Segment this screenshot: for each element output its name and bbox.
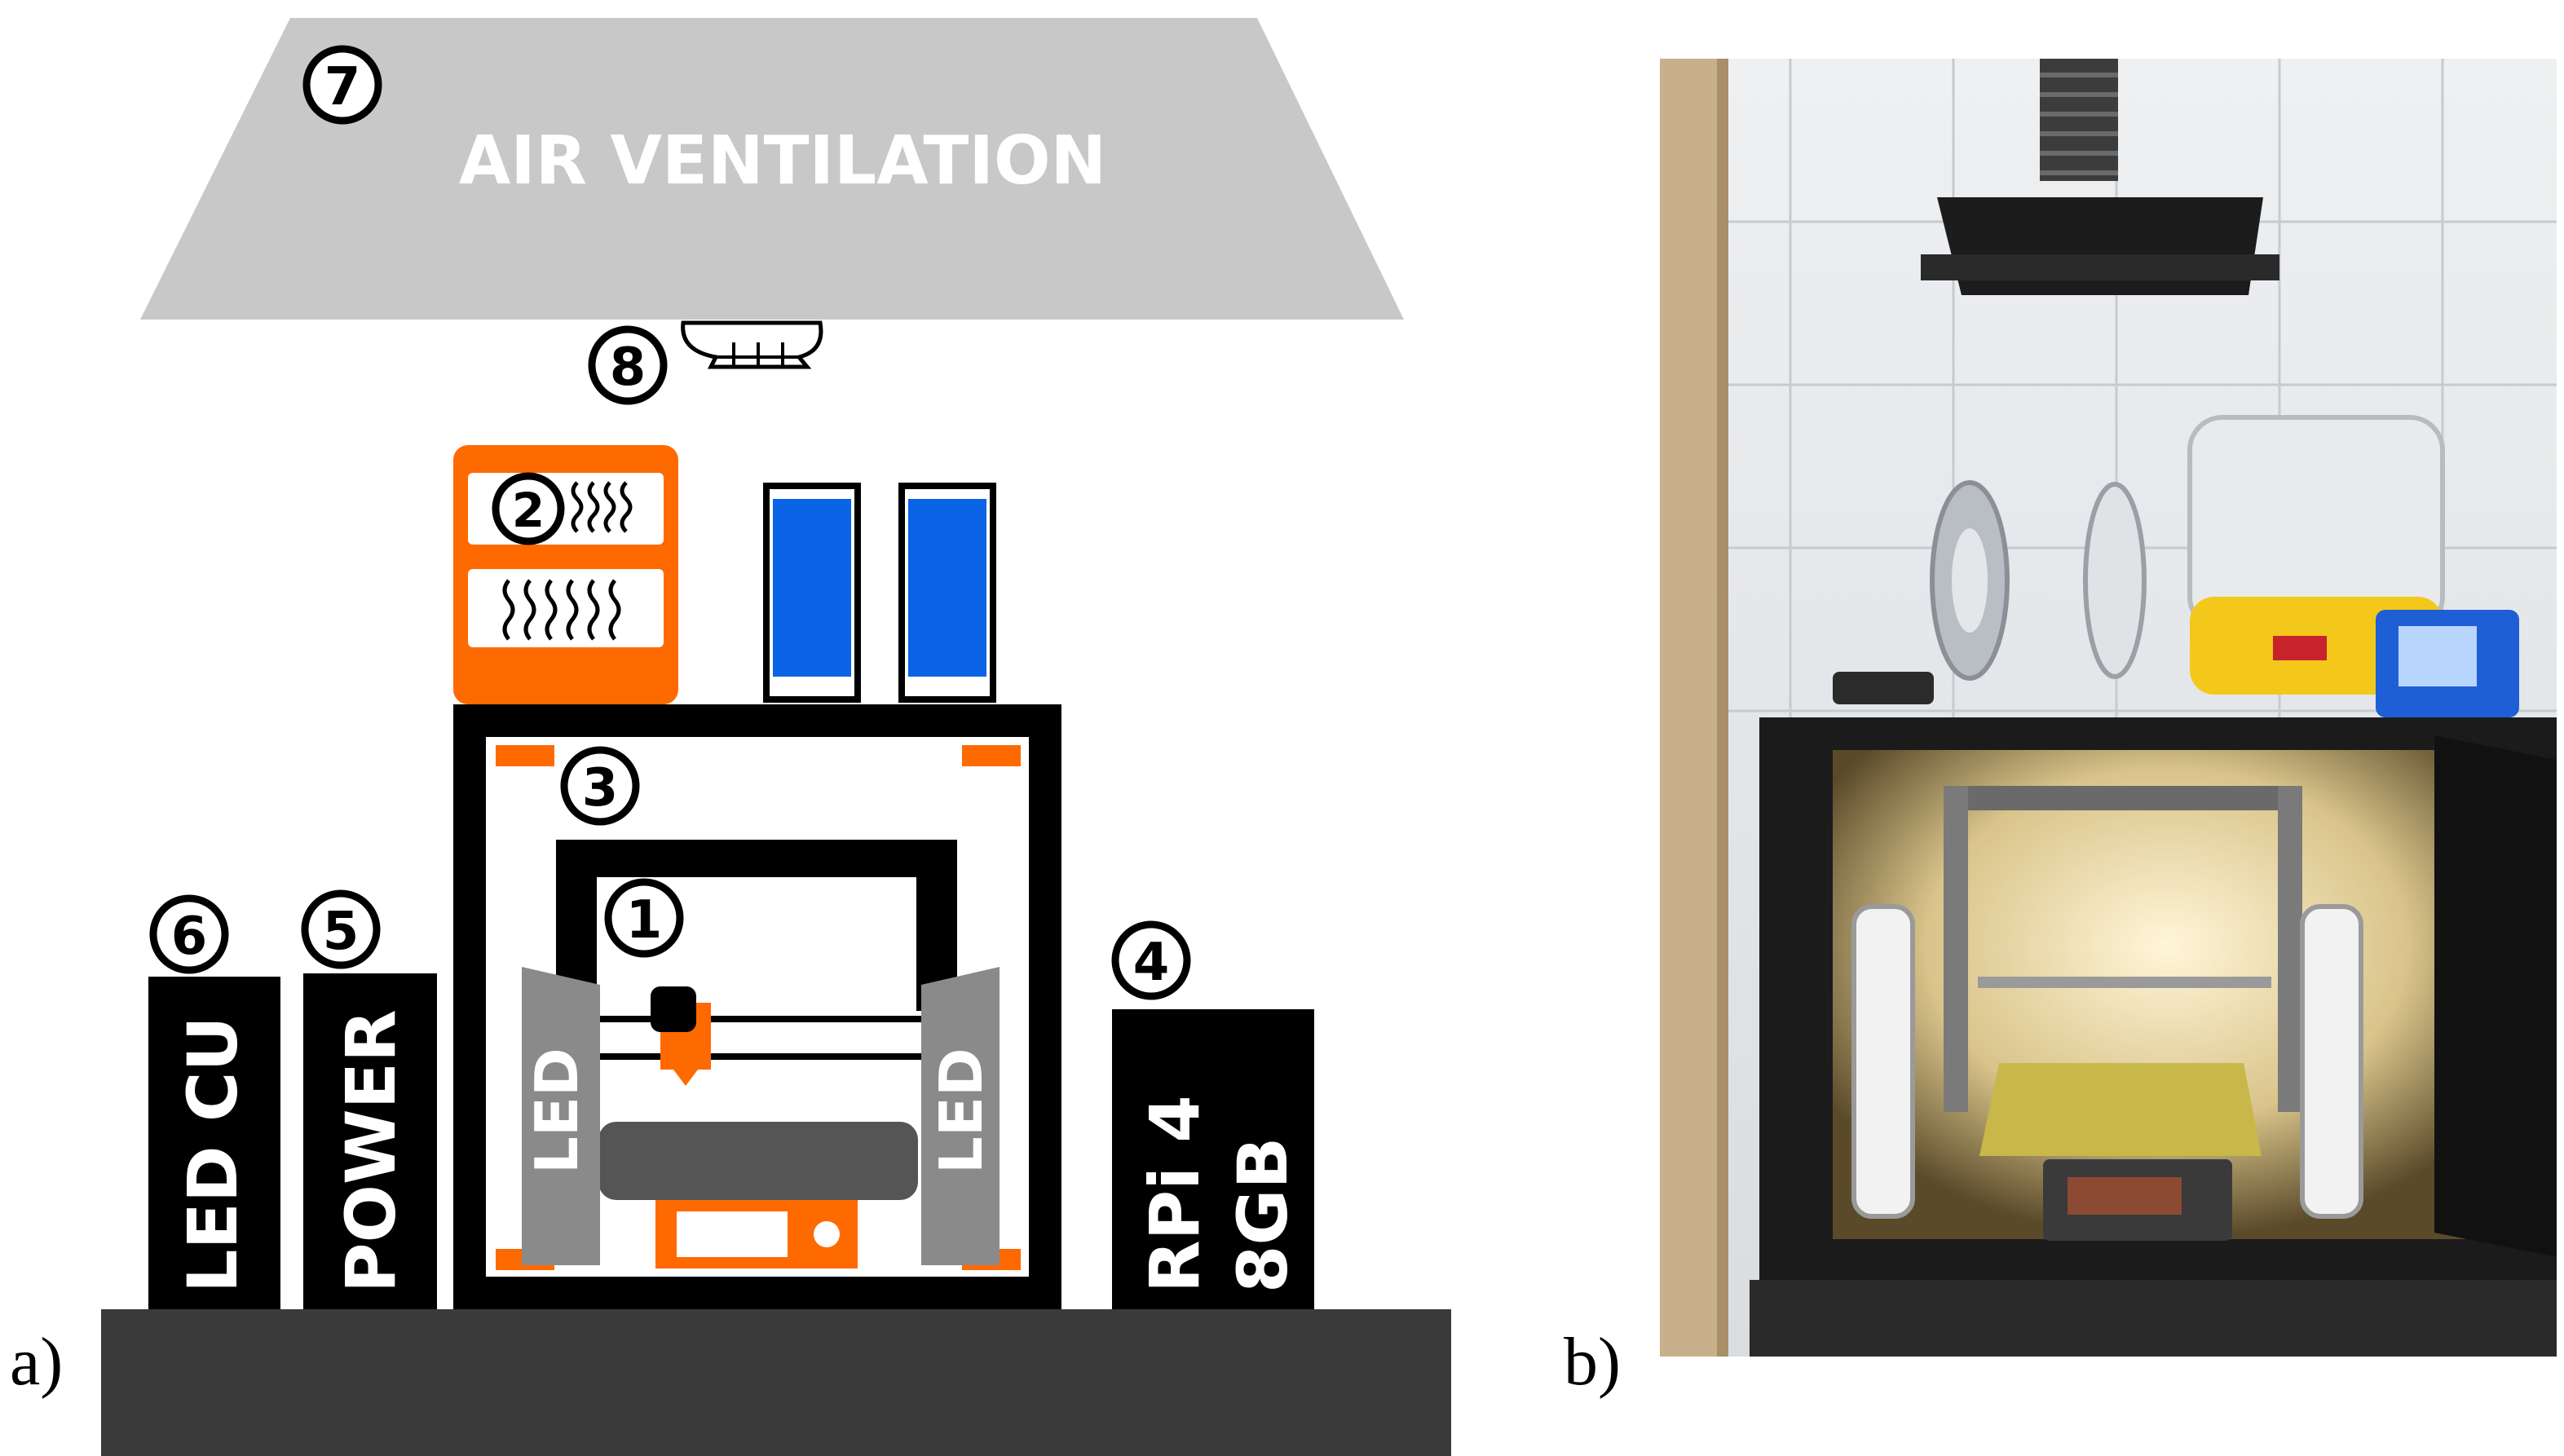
svg-text:8: 8 [610, 338, 647, 398]
marker-1: 1 [604, 878, 684, 958]
base-table [101, 1309, 1451, 1456]
marker-7: 7 [302, 45, 382, 125]
marker-4: 4 [1111, 920, 1191, 1000]
led-left-label: LED [523, 1048, 591, 1174]
svg-text:1: 1 [626, 890, 663, 951]
duct-hose [2040, 59, 2118, 181]
hood-label: AIR VENTILATION [459, 122, 1106, 200]
filament-spool [1930, 480, 2010, 681]
svg-text:7: 7 [324, 57, 361, 117]
led-panel-left [522, 967, 600, 1265]
rpi-label-line2: 8GB [1223, 1137, 1303, 1293]
marker-3: 3 [560, 746, 640, 826]
filament-spool [763, 483, 861, 703]
filament-dryer [453, 445, 678, 704]
raspberry-pi [1112, 1009, 1314, 1309]
svg-text:6: 6 [171, 907, 208, 967]
filament-spool [898, 483, 996, 703]
power-label: POWER [331, 1009, 411, 1293]
3d-printer [556, 840, 957, 1268]
marker-6: 6 [149, 894, 229, 974]
air-ventilation-hood [140, 18, 1404, 320]
marker-5: 5 [301, 889, 381, 969]
enclosure-diagram: AIR VENTILATION [101, 18, 1451, 1456]
marker-8: 8 [588, 325, 668, 405]
fan-unit-icon [681, 320, 823, 369]
led-control-unit [148, 977, 280, 1309]
svg-text:4: 4 [1133, 933, 1170, 993]
led-cu-label: LED CU [173, 1016, 253, 1293]
marker-2: 2 [492, 472, 565, 545]
panel-label-a: a) [10, 1324, 64, 1400]
panel-label-b: b) [1564, 1324, 1621, 1400]
enclosure-photo [1660, 59, 2557, 1357]
rpi-label-line1: RPi 4 [1135, 1095, 1215, 1293]
power-supply [303, 973, 437, 1309]
led-right-label: LED [927, 1048, 995, 1174]
svg-text:3: 3 [582, 758, 619, 818]
led-panel-right [921, 967, 1000, 1265]
filament-spool [2083, 482, 2147, 679]
svg-text:2: 2 [512, 483, 545, 538]
svg-text:5: 5 [323, 902, 360, 962]
